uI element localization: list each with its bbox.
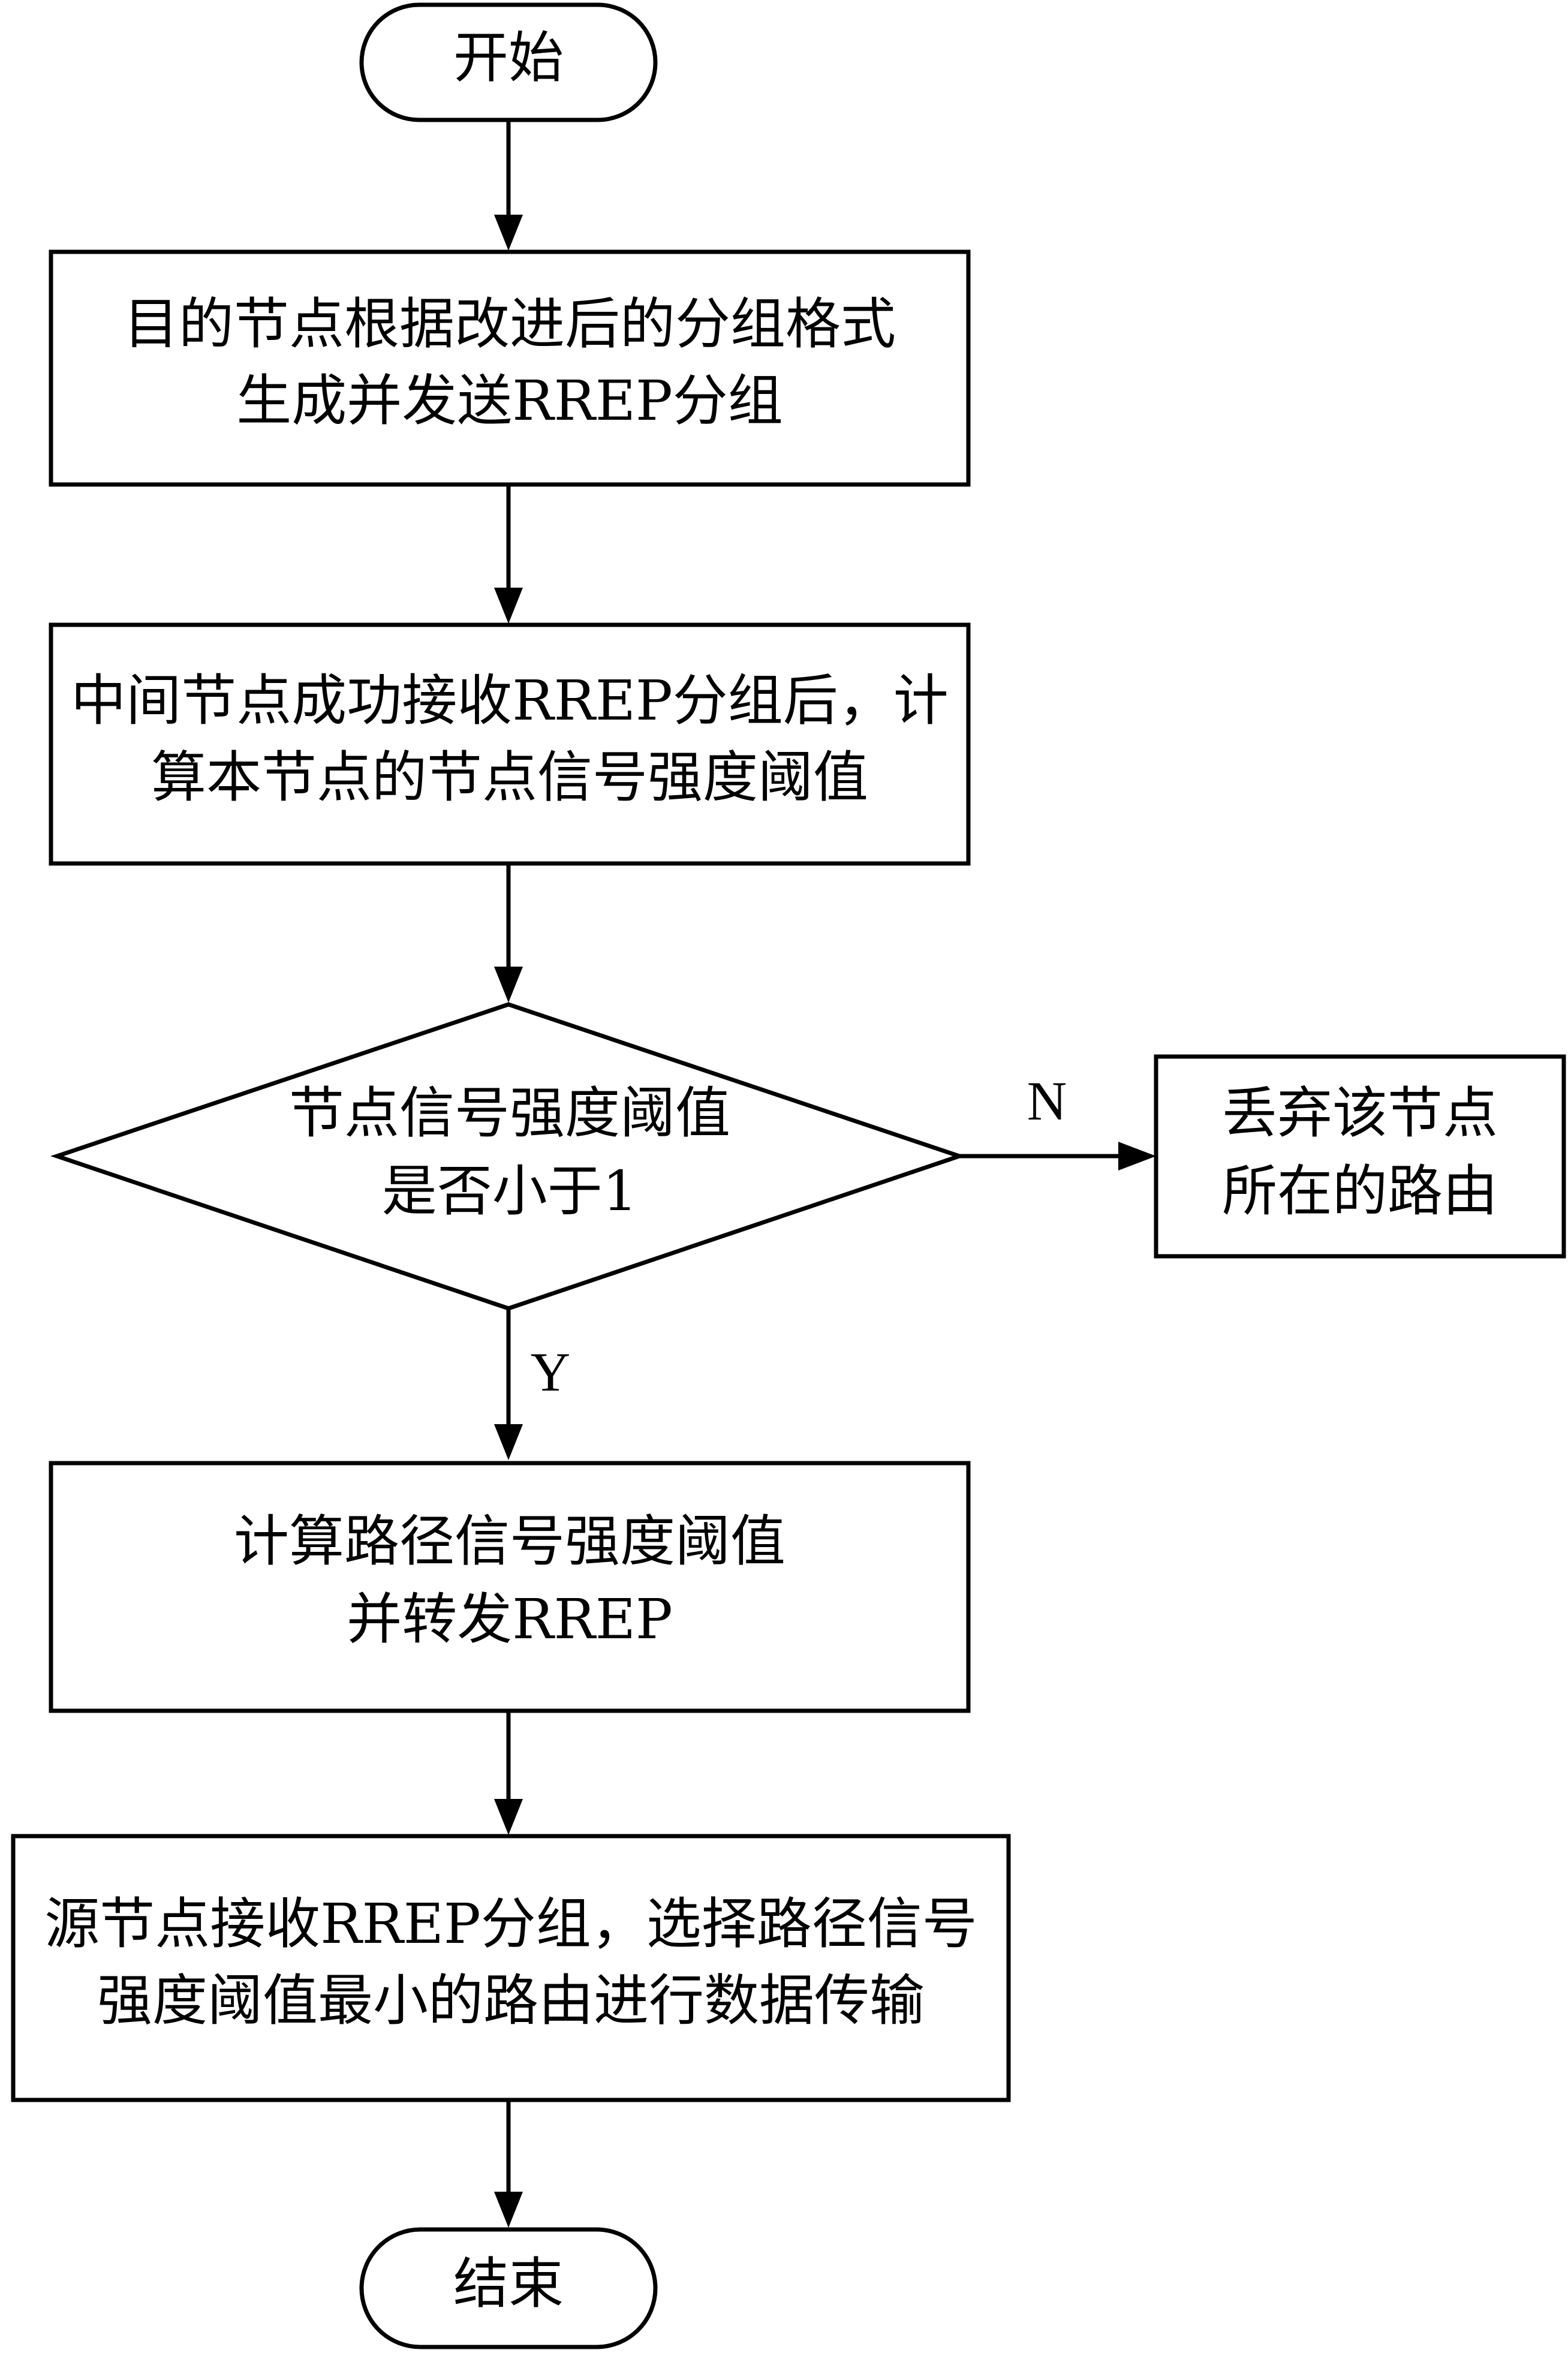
arrowhead-step3-step4 bbox=[494, 1799, 523, 1835]
branch-yes-label: Y bbox=[531, 1341, 570, 1403]
process-discard-route-line2: 所在的路由 bbox=[1222, 1159, 1498, 1223]
decision-threshold-less-than-1 bbox=[50, 1002, 966, 1311]
process-select-route bbox=[11, 1834, 1011, 2102]
process-generate-rrep-line1: 目的节点根据改进后的分组格式 bbox=[124, 292, 896, 356]
arrowhead-start-step1 bbox=[494, 215, 523, 251]
process-compute-node-threshold bbox=[49, 622, 971, 866]
process-select-route-line1: 源节点接收RREP分组，选择路径信号 bbox=[44, 1892, 977, 1956]
process-generate-rrep bbox=[49, 249, 971, 487]
process-discard-route-line1: 丢弃该节点 bbox=[1222, 1081, 1498, 1145]
process-compute-node-threshold-line2: 算本节点的节点信号强度阈值 bbox=[151, 745, 868, 810]
arrowhead-decision-step3 bbox=[494, 1424, 523, 1460]
process-discard-route bbox=[1154, 1054, 1566, 1259]
process-compute-path-threshold-line2: 并转发RREP bbox=[347, 1587, 673, 1651]
start-label: 开始 bbox=[453, 26, 564, 90]
arrowhead-step4-end bbox=[494, 2192, 523, 2228]
arrowhead-step2-decision bbox=[494, 967, 523, 1003]
process-compute-node-threshold-line1: 中间节点成功接收RREP分组后，计 bbox=[71, 669, 949, 733]
decision-line2: 是否小于1 bbox=[382, 1159, 638, 1223]
process-compute-path-threshold bbox=[49, 1461, 971, 1713]
decision-line1: 节点信号强度阈值 bbox=[289, 1081, 730, 1145]
process-select-route-line2: 强度阈值最小的路由进行数据传输 bbox=[97, 1969, 925, 2033]
process-compute-path-threshold-line1: 计算路径信号强度阈值 bbox=[234, 1509, 785, 1573]
process-generate-rrep-line2: 生成并发送RREP分组 bbox=[236, 369, 783, 433]
branch-no-label: N bbox=[1027, 1070, 1067, 1132]
end-terminal bbox=[359, 2227, 658, 2349]
end-label: 结束 bbox=[453, 2252, 564, 2316]
arrowhead-decision-discard bbox=[1118, 1142, 1156, 1171]
arrowhead-step1-step2 bbox=[494, 588, 523, 624]
